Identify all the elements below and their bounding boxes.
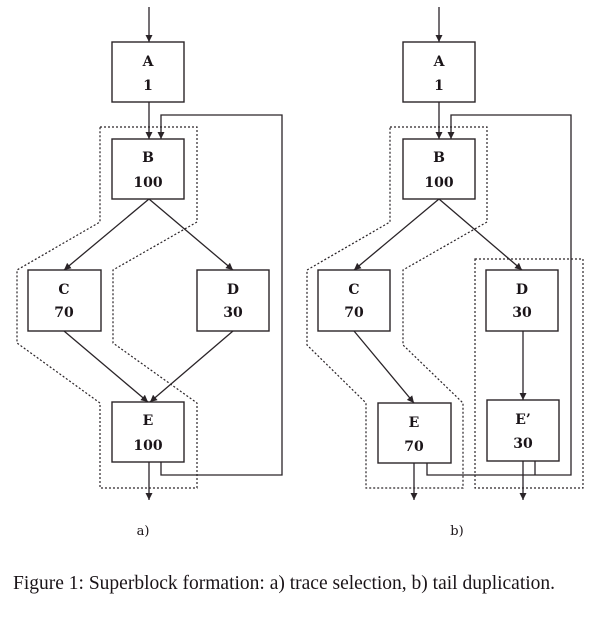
panel-a-label: a): [137, 524, 150, 539]
back-edge-e-b: [157, 114, 283, 476]
node-c: C 70: [317, 269, 391, 332]
superblock-region-bce: [306, 126, 488, 489]
node-count: 30: [513, 436, 533, 452]
node-count: 100: [133, 438, 162, 454]
node-name: B: [142, 150, 154, 166]
node-name: B: [433, 150, 445, 166]
node-name: E: [409, 415, 420, 431]
figure-caption: Figure 1: Superblock formation: a) trace…: [13, 573, 556, 594]
node-count: 1: [143, 78, 153, 94]
node-b: B 100: [402, 138, 476, 200]
edge-d-e: [149, 330, 234, 403]
node-name: E’: [515, 412, 531, 428]
edge-c-e: [353, 330, 415, 404]
node-name: A: [142, 54, 155, 70]
node-name: E: [143, 413, 154, 429]
node-e: E 100: [111, 401, 185, 463]
edge-c-e: [63, 330, 149, 403]
node-e: E 70: [377, 402, 452, 464]
node-b: B 100: [111, 138, 185, 200]
back-edge-e-b: [426, 114, 572, 476]
superblock-region-de2: [474, 258, 584, 489]
node-c: C 70: [27, 269, 102, 332]
edge-b-d: [148, 198, 234, 271]
node-count: 1: [434, 78, 444, 94]
panel-b: A 1 B 100 C 70 D 30 E 70 E’ 30 b): [306, 7, 584, 539]
node-a: A 1: [402, 41, 476, 103]
node-count: 100: [424, 175, 453, 191]
node-name: D: [227, 282, 239, 298]
superblock-figure: A 1 B 100 C 70 D 30 E 100 a): [16, 7, 584, 539]
node-name: C: [58, 282, 69, 298]
node-count: 100: [133, 175, 162, 191]
node-count: 70: [54, 305, 74, 321]
node-count: 30: [223, 305, 243, 321]
panel-b-label: b): [450, 524, 463, 539]
node-name: C: [348, 282, 359, 298]
node-count: 30: [512, 305, 532, 321]
node-count: 70: [344, 305, 364, 321]
superblock-region-bce: [16, 126, 198, 489]
node-count: 70: [404, 439, 424, 455]
edge-b-c: [63, 198, 150, 271]
panel-a: A 1 B 100 C 70 D 30 E 100 a): [16, 7, 283, 539]
edge-b-c: [353, 198, 440, 271]
node-a: A 1: [111, 41, 185, 103]
node-d: D 30: [485, 269, 559, 332]
node-d: D 30: [196, 269, 270, 332]
edge-b-d: [438, 198, 523, 271]
node-name: A: [433, 54, 446, 70]
node-e-prime: E’ 30: [486, 399, 560, 462]
node-name: D: [516, 282, 528, 298]
